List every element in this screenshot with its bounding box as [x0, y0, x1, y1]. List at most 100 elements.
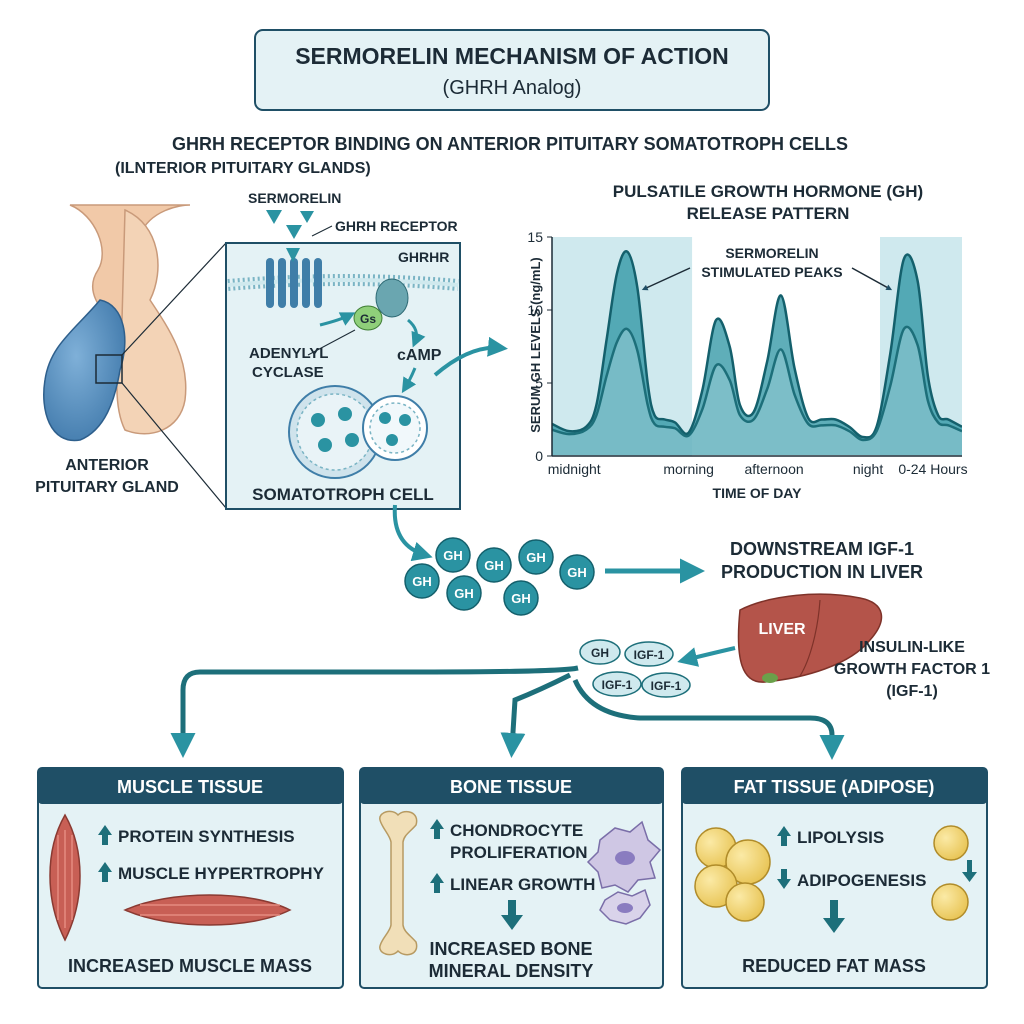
- gland-label-2: PITUITARY GLAND: [35, 479, 179, 496]
- fat-tissue-panel: FAT TISSUE (ADIPOSE) LIPOLYSIS ADIPOGENE…: [681, 767, 988, 989]
- arrow-to-chart: [433, 336, 508, 377]
- x-tick-label: afternoon: [744, 461, 803, 477]
- arrow-up-icon: [98, 862, 112, 882]
- gh-token: [559, 554, 595, 590]
- gh-token-label: GH: [412, 574, 432, 589]
- liver-icon: [737, 593, 883, 683]
- chart-title-line-1: PULSATILE GROWTH HORMONE (GH): [613, 182, 923, 201]
- bone-item-2: LINEAR GROWTH: [450, 875, 595, 894]
- liver-label: LIVER: [758, 621, 806, 638]
- bone-cell-icon: [586, 820, 662, 925]
- title-box: SERMORELIN MECHANISM OF ACTION (GHRH Ana…: [254, 29, 770, 111]
- arrow-up-icon: [777, 826, 791, 846]
- pill-gh: GH: [591, 646, 609, 660]
- gh-token: [476, 547, 512, 583]
- gh-token: [518, 539, 554, 575]
- x-axis-label: TIME OF DAY: [713, 485, 803, 501]
- arrow-up-icon: [98, 825, 112, 845]
- muscle-tissue-panel: MUSCLE TISSUE PROTEIN SYNTHESIS MUSCLE H…: [37, 767, 344, 989]
- chart-title-line-2: RELEASE PATTERN: [687, 204, 850, 223]
- receptor-label: GHRH RECEPTOR: [335, 218, 458, 234]
- series-line-0: [552, 249, 962, 439]
- arrow-up-icon: [430, 819, 444, 839]
- gh-token: [404, 563, 440, 599]
- arrow-down-icon: [962, 860, 977, 882]
- muscle-header: MUSCLE TISSUE: [117, 777, 263, 797]
- gh-chart: PULSATILE GROWTH HORMONE (GH) RELEASE PA…: [527, 182, 967, 501]
- gh-token-label: GH: [443, 548, 463, 563]
- sermorelin-label: SERMORELIN: [248, 190, 341, 206]
- y-tick-label: 5: [535, 375, 543, 391]
- cell-label: SOMATOTROPH CELL: [252, 485, 434, 504]
- fat-cell-icon: [694, 825, 969, 922]
- bone-icon: [379, 810, 418, 956]
- distribution-arrows: [170, 665, 845, 760]
- fat-item-1: LIPOLYSIS: [797, 828, 884, 847]
- arrow-to-gh: [392, 504, 433, 562]
- y-axis-label: SERUM GH LEVELS (ng/mL): [528, 257, 543, 433]
- gh-token-label: GH: [484, 558, 504, 573]
- bone-header: BONE TISSUE: [450, 777, 572, 797]
- gh-token-label: GH: [454, 586, 474, 601]
- y-tick-label: 0: [535, 448, 543, 464]
- binding-subheading: (ILNTERIOR PITUITARY GLANDS): [115, 160, 371, 177]
- series-line-1: [552, 325, 962, 442]
- x-tick-label: midnight: [548, 461, 601, 477]
- muscle-item-2: MUSCLE HYPERTROPHY: [118, 864, 325, 883]
- adenylyl-label-1: ADENYLYL: [249, 345, 328, 362]
- igf-label-1: INSULIN-LIKE: [859, 639, 965, 656]
- vesicle-icon: [288, 385, 428, 479]
- bone-result-1: INCREASED BONE: [429, 939, 592, 959]
- arrow-down-icon: [501, 900, 523, 930]
- camp-label: cAMP: [397, 347, 442, 364]
- igf-label-3: (IGF-1): [886, 683, 938, 700]
- gh-token: [446, 575, 482, 611]
- muscle-result: INCREASED MUSCLE MASS: [68, 956, 312, 976]
- arrow-from-liver: [677, 646, 736, 667]
- arrow-up-icon: [430, 873, 444, 893]
- pill-igf-b: IGF-1: [602, 678, 633, 692]
- annotation-arrow-right: [851, 267, 893, 291]
- receptor-icon: [266, 248, 322, 308]
- muscle-icon: [49, 813, 292, 942]
- liver-heading-2: PRODUCTION IN LIVER: [721, 562, 923, 582]
- bone-item-1a: CHONDROCYTE: [450, 821, 583, 840]
- y-tick-label: 15: [527, 229, 543, 245]
- gs-label: Gs: [360, 312, 376, 326]
- muscle-item-1: PROTEIN SYNTHESIS: [118, 827, 295, 846]
- pill-igf-c: IGF-1: [651, 679, 682, 693]
- bone-tissue-panel: BONE TISSUE CHONDROCYTE PROLIFERATION LI…: [359, 767, 664, 989]
- x-tick-label: morning: [663, 461, 714, 477]
- fat-result: REDUCED FAT MASS: [742, 956, 926, 976]
- bone-result-2: MINERAL DENSITY: [429, 961, 594, 981]
- gh-token-label: GH: [511, 591, 531, 606]
- gland-label-1: ANTERIOR: [65, 457, 149, 474]
- gh-token: [503, 580, 539, 616]
- fat-item-2: ADIPOGENESIS: [797, 871, 926, 890]
- adenylyl-label-2: CYCLASE: [252, 364, 324, 381]
- annotation-line-2: STIMULATED PEAKS: [701, 264, 842, 280]
- bone-item-1b: PROLIFERATION: [450, 843, 588, 862]
- fat-header: FAT TISSUE (ADIPOSE): [734, 777, 935, 797]
- sermorelin-molecule-icon: [266, 210, 314, 239]
- arrow-down-icon: [823, 900, 845, 933]
- igf-label-2: GROWTH FACTOR 1: [834, 661, 990, 678]
- igf-pill-cluster: GH IGF-1 IGF-1 IGF-1: [579, 639, 691, 698]
- page-subtitle: (GHRH Analog): [443, 77, 582, 99]
- annotation-line-1: SERMORELIN: [725, 245, 818, 261]
- ghrhr-label: GHRHR: [398, 249, 449, 265]
- page-title: SERMORELIN MECHANISM OF ACTION: [295, 43, 729, 69]
- gh-token: [435, 537, 471, 573]
- pituitary-gland-icon: [43, 204, 191, 442]
- pill-igf-a: IGF-1: [634, 648, 665, 662]
- x-tick-label: night: [853, 461, 883, 477]
- binding-heading: GHRH RECEPTOR BINDING ON ANTERIOR PITUIT…: [172, 134, 848, 154]
- series-area-1: [552, 326, 962, 455]
- x-tick-label: 0-24 Hours: [898, 461, 967, 477]
- annotation-arrow-left: [641, 267, 691, 291]
- gh-token-label: GH: [567, 565, 587, 580]
- liver-heading-1: DOWNSTREAM IGF-1: [730, 539, 914, 559]
- y-tick-label: 10: [527, 302, 543, 318]
